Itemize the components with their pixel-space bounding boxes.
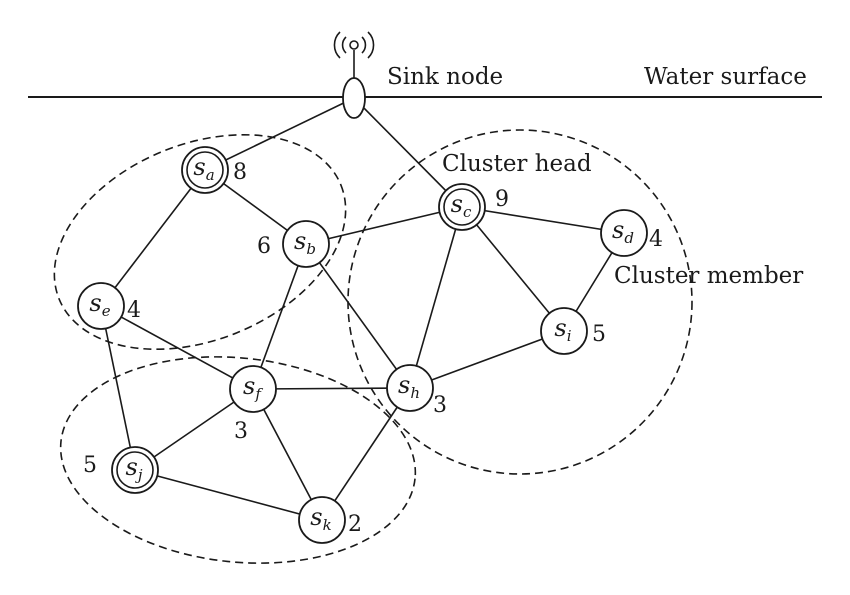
cluster-boundary-j	[59, 356, 417, 564]
node-circle	[600, 209, 648, 257]
node-weight: 3	[234, 419, 248, 444]
node-weight: 2	[348, 512, 362, 537]
cluster-head-ring	[186, 151, 224, 189]
edge-a-e	[100, 169, 206, 307]
cluster-head-ring	[116, 451, 154, 489]
node-sb: sb 6	[257, 220, 330, 268]
node-sj: sj 5	[83, 446, 159, 494]
node-circle	[229, 365, 277, 413]
node-weight: 4	[649, 227, 663, 252]
edge-sink-a	[204, 97, 355, 171]
node-weight: 4	[127, 298, 141, 323]
edge-c-d	[461, 206, 625, 234]
node-sf: sf 3	[229, 365, 277, 444]
edge-f-h	[252, 387, 411, 390]
edge-e-j	[100, 305, 136, 471]
node-circle	[298, 496, 346, 544]
antenna-icon	[333, 31, 375, 59]
node-weight: 9	[495, 187, 509, 212]
node-weight: 5	[83, 453, 97, 478]
cluster-boundary-a	[53, 133, 347, 351]
node-label: sc	[451, 190, 472, 221]
node-label: sj	[126, 453, 143, 484]
edge-sink-c	[353, 97, 463, 208]
node-label: sd	[612, 216, 634, 247]
cluster-boundary-c	[347, 129, 693, 475]
cluster-head-ring	[443, 188, 481, 226]
cluster-head-label: Cluster head	[442, 151, 592, 177]
node-circle	[386, 364, 434, 412]
edge-b-h	[305, 243, 411, 389]
node-circle	[111, 446, 159, 494]
edge-e-f	[100, 305, 254, 390]
node-sh: sh 3	[386, 364, 447, 418]
cluster-member-label: Cluster member	[614, 263, 803, 289]
edge-j-k	[134, 469, 323, 521]
edge-f-k	[252, 388, 323, 521]
node-sc: sc 9	[438, 183, 509, 231]
node-se: se 4	[77, 282, 141, 330]
node-circle	[77, 282, 125, 330]
node-circle	[540, 307, 588, 355]
edge-b-f	[252, 243, 307, 390]
edge-b-c	[305, 206, 463, 245]
node-label: sk	[310, 503, 331, 534]
edge-c-h	[409, 206, 463, 389]
edge-c-i	[461, 206, 565, 332]
node-label: sh	[398, 371, 420, 402]
sink-node	[333, 31, 375, 119]
node-circle	[181, 146, 229, 194]
node-sa: sa 8	[181, 146, 247, 194]
node-circle	[282, 220, 330, 268]
node-label: sf	[243, 372, 263, 403]
node-weight: 6	[257, 234, 271, 259]
node-label: se	[89, 289, 110, 320]
water-surface-label: Water surface	[644, 64, 807, 90]
node-label: sb	[294, 227, 316, 258]
node-circle	[438, 183, 486, 231]
node-si: si 5	[540, 307, 606, 355]
node-sk: sk 2	[298, 496, 362, 544]
edge-h-k	[321, 387, 411, 521]
sink-node-label: Sink node	[387, 64, 503, 90]
node-label: sa	[193, 153, 214, 184]
edge-i-h	[409, 330, 565, 389]
node-label: si	[554, 314, 571, 345]
node-sd: sd 4	[600, 209, 663, 257]
nodes: sa 8 sb 6 sc 9 sd 4 se 4 sf 3 sh 3 si 5 sj 5 sk 2	[77, 146, 663, 544]
node-weight: 3	[433, 393, 447, 418]
node-weight: 5	[592, 322, 606, 347]
node-weight: 8	[233, 160, 247, 185]
